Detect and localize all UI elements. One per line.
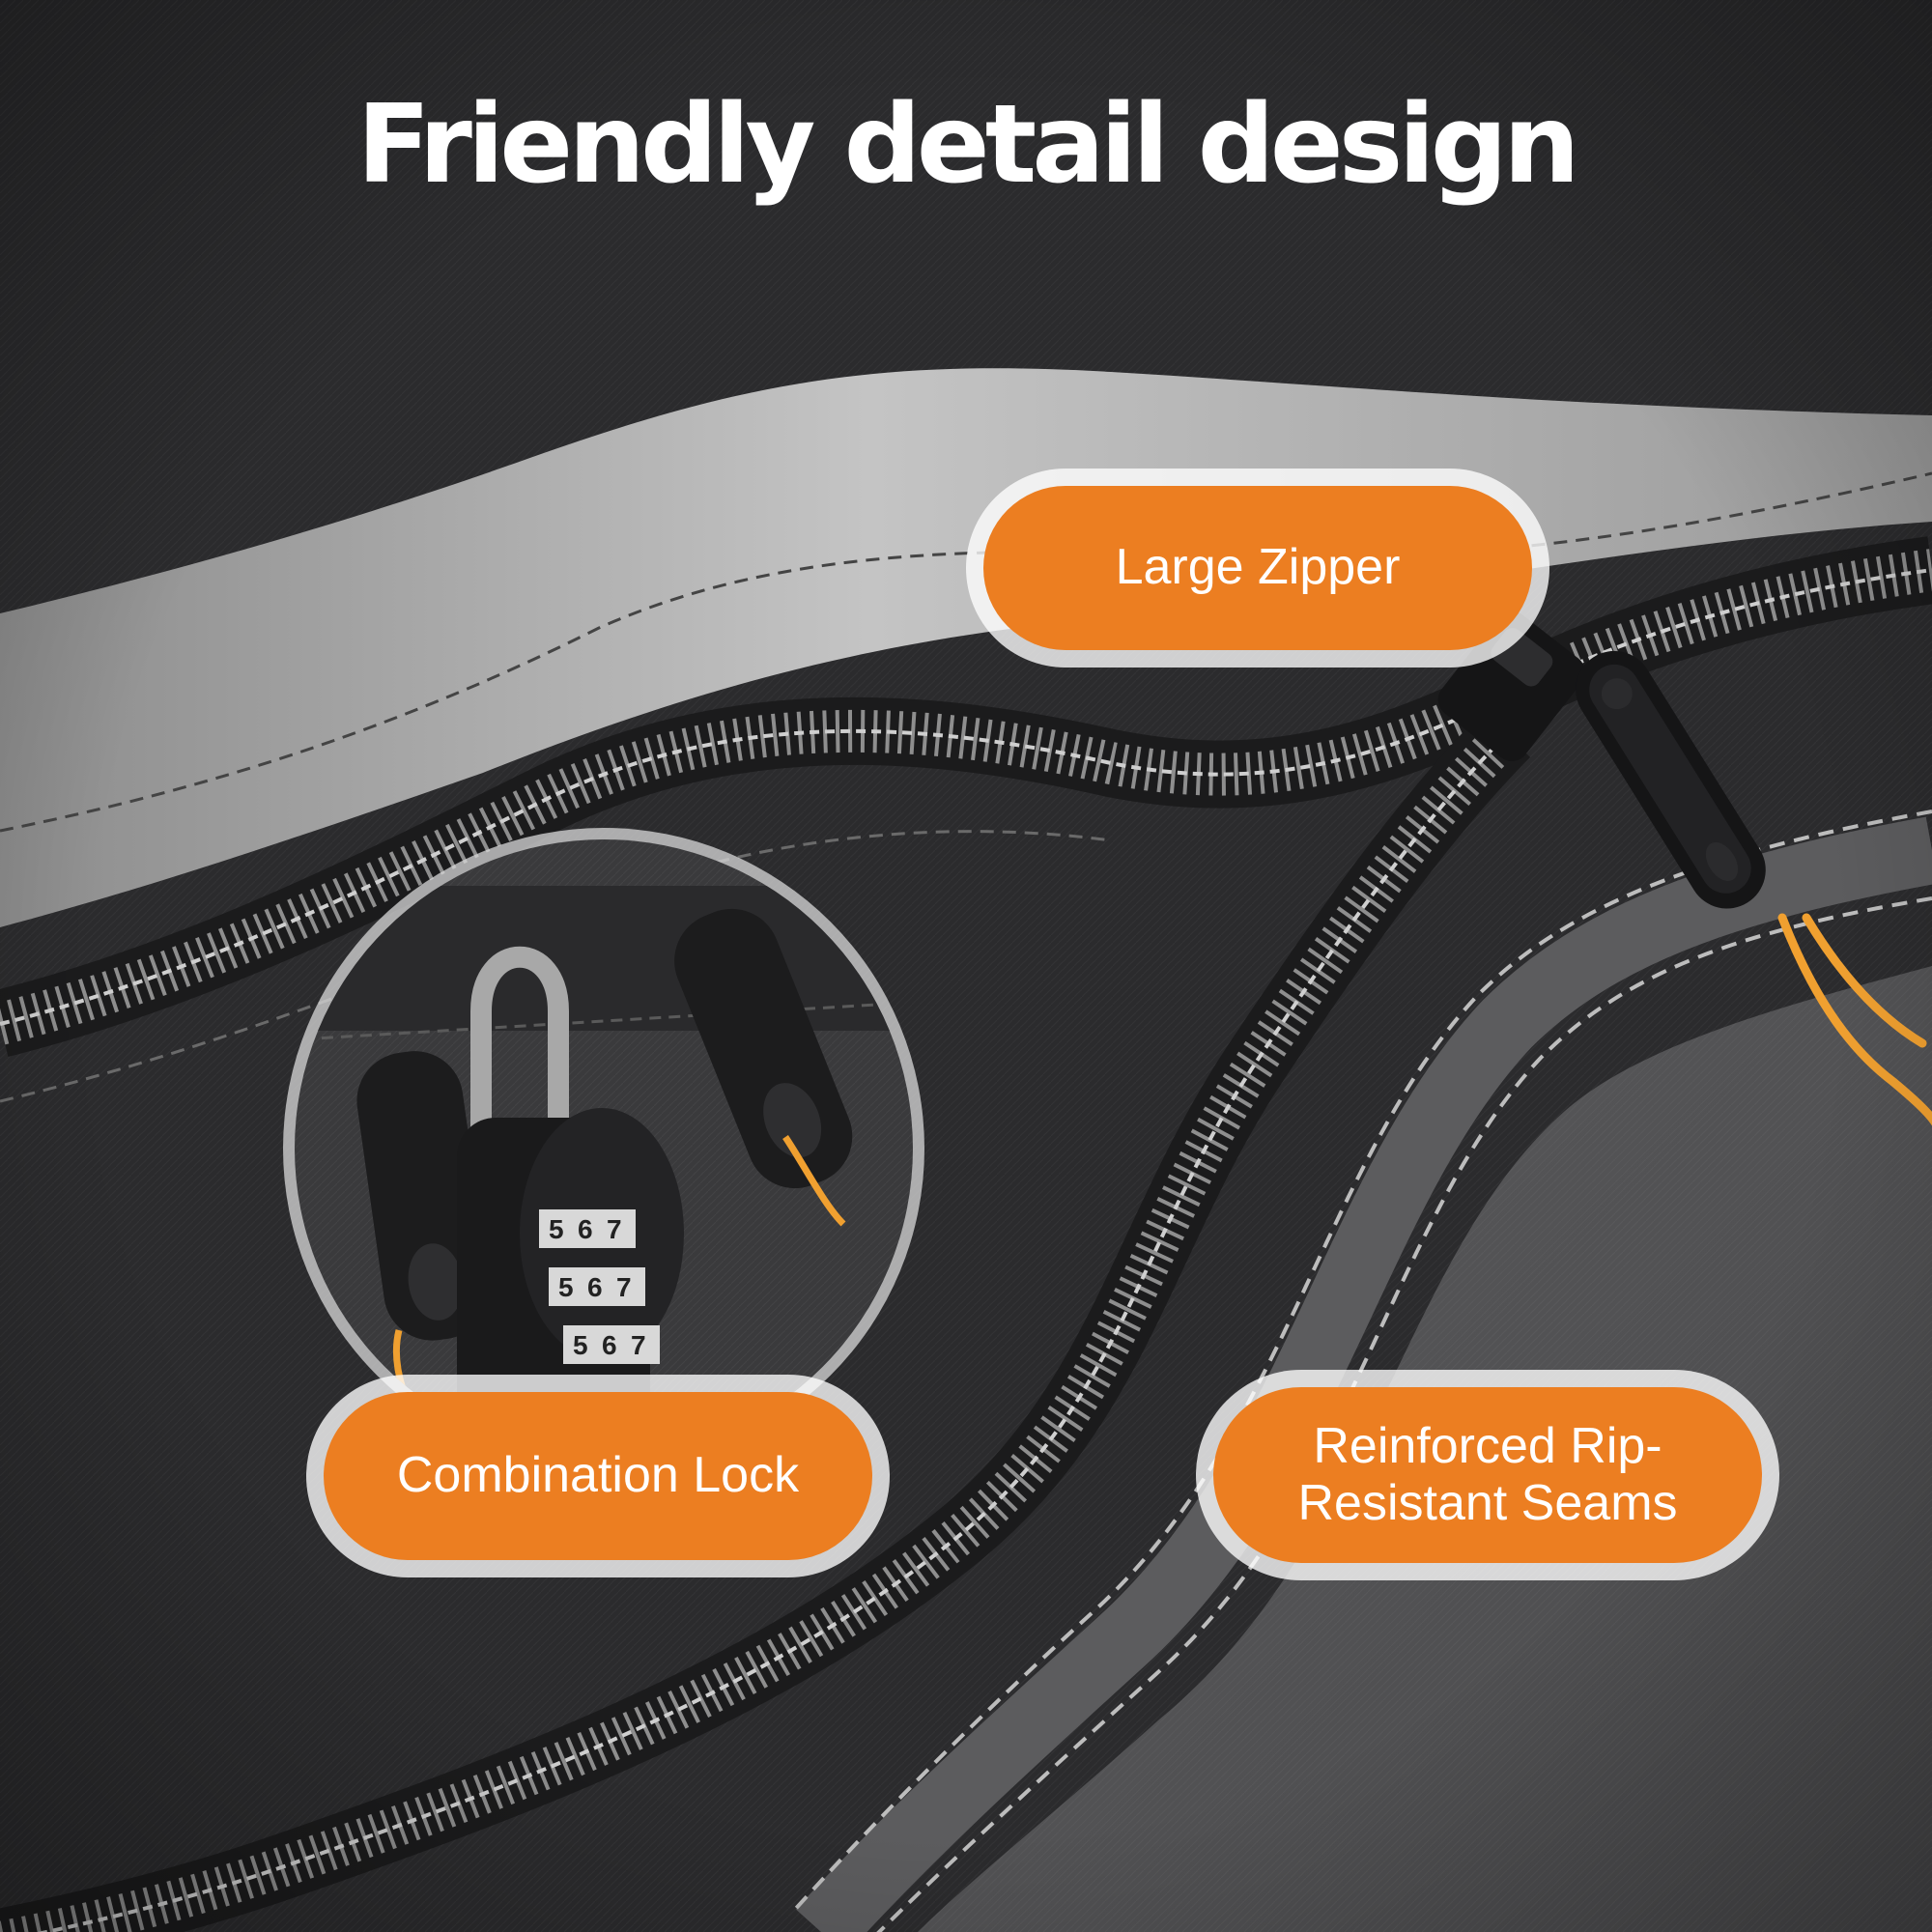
callout-large-zipper-label: Large Zipper: [983, 486, 1532, 650]
callout-large-zipper: Large Zipper: [966, 469, 1549, 668]
lock-dial-row2-a: 5: [558, 1272, 574, 1302]
inset-left-pull: [356, 1051, 491, 1341]
lock-dial-row1-a: 5: [549, 1214, 564, 1244]
lock-dial-row1-b: 6: [578, 1214, 593, 1244]
inset-right-pull: [674, 908, 853, 1189]
lock-inset: 5 6 7 5 6 7 5 6 7: [283, 828, 924, 1469]
lock-dial-row3-c: 7: [631, 1330, 646, 1360]
callout-seams: Reinforced Rip- Resistant Seams: [1196, 1370, 1779, 1580]
page-title: Friendly detail design: [356, 82, 1579, 208]
lock-dial-row2-b: 6: [587, 1272, 603, 1302]
lock-dial-row3-a: 5: [573, 1330, 588, 1360]
lock-dial-row3-b: 6: [602, 1330, 617, 1360]
lock-dial-row1-c: 7: [607, 1214, 622, 1244]
lock-dial-row2-c: 7: [616, 1272, 632, 1302]
callout-combination-lock: Combination Lock: [306, 1375, 890, 1577]
callout-combination-lock-label: Combination Lock: [324, 1392, 872, 1560]
padlock-shackle: [470, 946, 569, 1166]
callout-seams-label: Reinforced Rip- Resistant Seams: [1213, 1387, 1762, 1563]
